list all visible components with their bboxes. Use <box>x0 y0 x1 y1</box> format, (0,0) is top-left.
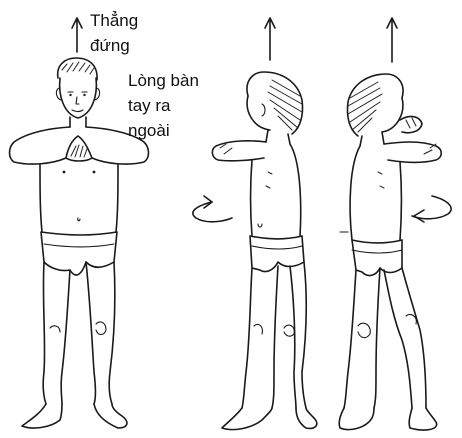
torso-left-twist-right <box>350 146 360 240</box>
right-foot-twist-right <box>409 408 436 430</box>
shorts-twist-right <box>352 240 402 275</box>
palm-label-line3: ngoài <box>128 120 170 142</box>
arm-twist-right <box>384 142 441 162</box>
rotate-right-arrow <box>412 196 451 222</box>
torso-left-twist-left <box>251 160 253 236</box>
left-foot-front <box>22 404 62 428</box>
left-leg-twist-left <box>242 268 252 408</box>
right-leg-twist-left <box>290 266 296 408</box>
figure-twist-right <box>339 18 451 430</box>
left-foot-twist-left <box>222 408 272 430</box>
left-arm-front <box>10 127 71 164</box>
hand-twist-right <box>400 117 422 133</box>
right-leg-front <box>86 262 96 404</box>
left-foot-twist-right <box>339 408 374 430</box>
straight-label-line2: đứng <box>90 35 130 57</box>
clasped-hands-front <box>66 136 92 161</box>
shorts-twist-left <box>250 236 304 272</box>
rotate-left-arrow <box>193 196 232 222</box>
torso-right-front <box>116 164 118 232</box>
arm-twist-left <box>212 141 266 161</box>
left-leg-front <box>43 262 46 404</box>
palm-label-line2: tay ra <box>128 95 171 117</box>
left-leg-twist-right <box>344 270 356 408</box>
right-foot-front <box>94 404 127 428</box>
straight-label-line1: Thẳng <box>90 10 138 32</box>
figure-twist-left <box>193 18 317 430</box>
palm-label-line1: Lòng bàn <box>128 70 199 92</box>
up-arrow-twist-left <box>265 18 275 60</box>
hair-front <box>58 58 97 80</box>
up-arrow-front <box>72 18 82 52</box>
up-arrow-twist-right <box>387 18 397 62</box>
torso-left-front <box>40 164 42 232</box>
right-foot-twist-left <box>296 408 317 428</box>
shorts-front <box>41 232 117 275</box>
